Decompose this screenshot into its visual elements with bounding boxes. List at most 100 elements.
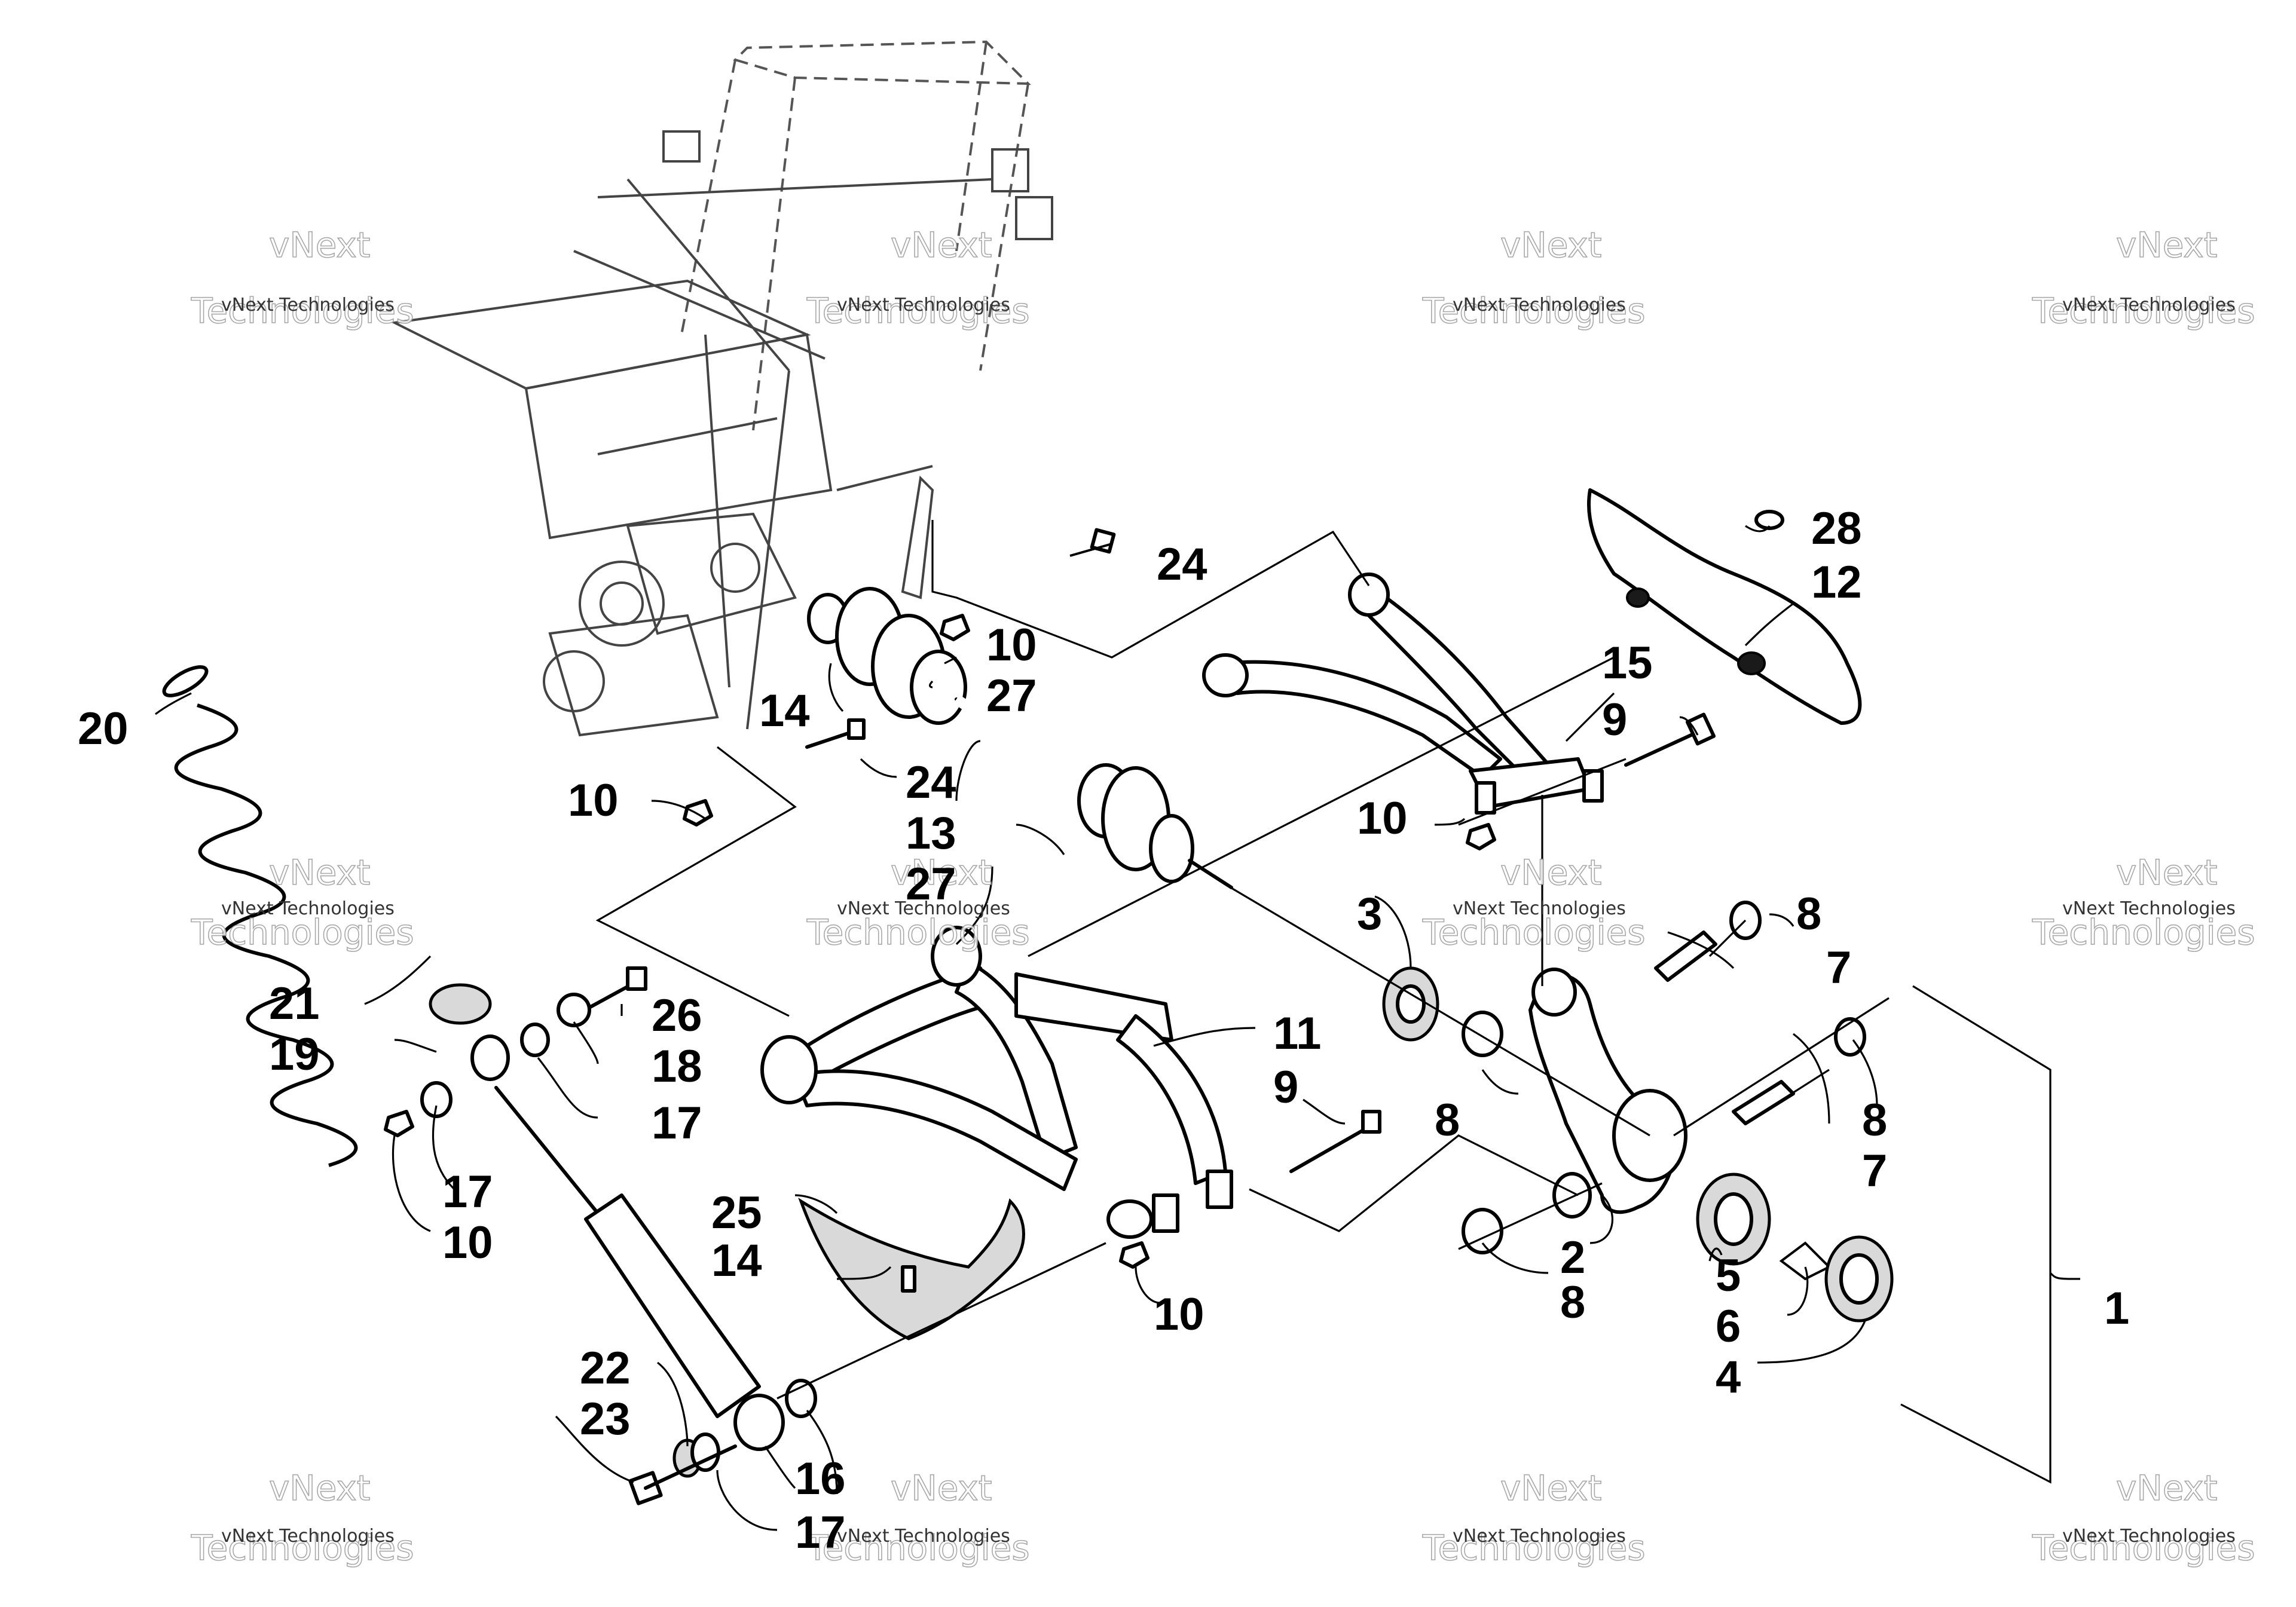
- callout-17c: 17: [795, 1507, 846, 1558]
- callout-11: 11: [1273, 1008, 1321, 1059]
- callout-5: 5: [1716, 1250, 1741, 1301]
- callout-19: 19: [269, 1029, 320, 1080]
- svg-text:vNext Technologies: vNext Technologies: [837, 295, 1010, 316]
- callout-14b: 14: [711, 1235, 762, 1286]
- callout-8a: 8: [1796, 889, 1821, 939]
- callout-23: 23: [580, 1394, 631, 1444]
- callout-17b: 17: [442, 1167, 493, 1217]
- watermark: vNext Technologies vNext Technologies: [1421, 224, 1646, 332]
- svg-text:Technologies: Technologies: [806, 1528, 1030, 1568]
- drive-axle: [807, 587, 1233, 889]
- callout-2: 2: [1560, 1232, 1585, 1283]
- svg-text:vNext Technologies: vNext Technologies: [1453, 295, 1626, 316]
- callouts: 1 2 3 4 5 6 7 7 8 8 8 8 9 9 10 10 10 10 …: [78, 503, 2129, 1558]
- svg-text:vNext: vNext: [2116, 852, 2217, 893]
- watermarks: vNext Technologies vNext Technologies vN…: [190, 224, 2255, 1569]
- callout-7a: 7: [1826, 942, 1851, 993]
- bolt-9-upper: [1624, 712, 1716, 767]
- svg-text:vNext: vNext: [269, 852, 370, 893]
- svg-text:Technologies: Technologies: [191, 1528, 414, 1568]
- callout-9b: 9: [1273, 1062, 1298, 1113]
- svg-text:Technologies: Technologies: [2032, 1528, 2255, 1568]
- watermark: vNext Technologies vNext Technologies: [190, 1467, 414, 1569]
- callout-8d: 8: [1560, 1277, 1585, 1328]
- callout-10e: 10: [442, 1217, 493, 1268]
- watermark: vNext Technologies vNext Technologies: [2031, 1467, 2255, 1569]
- svg-text:Technologies: Technologies: [2032, 912, 2255, 953]
- hub-parts: [1382, 901, 1894, 1323]
- svg-text:vNext: vNext: [891, 1468, 992, 1508]
- svg-text:vNext Technologies: vNext Technologies: [221, 898, 395, 919]
- watermark: vNext Technologies vNext Technologies: [2031, 224, 2255, 332]
- callout-1: 1: [2104, 1283, 2129, 1334]
- nuts-10: [384, 614, 1496, 1269]
- callout-26: 26: [652, 990, 702, 1041]
- svg-text:Technologies: Technologies: [191, 912, 414, 953]
- callout-13: 13: [906, 808, 956, 859]
- callout-24a: 24: [1157, 539, 1207, 590]
- svg-text:vNext: vNext: [1500, 1468, 1601, 1508]
- svg-text:vNext Technologies: vNext Technologies: [2062, 1526, 2236, 1547]
- watermark: vNext Technologies vNext Technologies: [190, 224, 414, 332]
- svg-text:vNext: vNext: [1500, 852, 1601, 893]
- callout-6: 6: [1716, 1301, 1741, 1352]
- watermark: vNext Technologies vNext Technologies: [2031, 852, 2255, 953]
- knuckle-2: [1528, 968, 1687, 1219]
- callout-4: 4: [1716, 1352, 1741, 1403]
- upper-a-arm: [1202, 573, 1604, 815]
- watermark: vNext Technologies vNext Technologies: [1421, 852, 1646, 953]
- callout-3: 3: [1357, 889, 1382, 939]
- callout-12: 12: [1811, 557, 1862, 608]
- svg-text:vNext: vNext: [2116, 225, 2217, 265]
- lower-a-arm: [760, 926, 1233, 1239]
- svg-text:vNext Technologies: vNext Technologies: [1453, 898, 1626, 919]
- callout-10c: 10: [1357, 793, 1408, 844]
- callout-10d: 10: [1154, 1289, 1204, 1340]
- bolts-misc: [520, 718, 1381, 1173]
- callout-24b: 24: [906, 757, 956, 808]
- svg-text:Technologies: Technologies: [191, 290, 414, 331]
- svg-text:vNext Technologies: vNext Technologies: [1453, 1526, 1626, 1547]
- assembly-lines: [595, 520, 2052, 1484]
- watermark: vNext Technologies vNext Technologies: [1421, 1467, 1646, 1569]
- callout-17a: 17: [652, 1098, 702, 1149]
- callout-25: 25: [711, 1187, 762, 1238]
- callout-7b: 7: [1862, 1146, 1887, 1196]
- callout-20: 20: [78, 703, 129, 754]
- svg-text:vNext Technologies: vNext Technologies: [221, 1526, 395, 1547]
- callout-28: 28: [1811, 503, 1862, 554]
- svg-text:Technologies: Technologies: [1422, 290, 1646, 331]
- callout-8c: 8: [1435, 1095, 1460, 1146]
- callout-18: 18: [652, 1041, 702, 1092]
- callout-10a: 10: [986, 620, 1037, 671]
- callout-27b: 27: [906, 859, 956, 910]
- watermark: vNext Technologies vNext Technologies: [806, 1467, 1030, 1569]
- callout-27a: 27: [986, 671, 1037, 721]
- watermark: vNext Technologies vNext Technologies: [806, 852, 1030, 953]
- splash-guard-12: [1587, 488, 1862, 725]
- callout-22: 22: [580, 1343, 631, 1394]
- svg-text:vNext Technologies: vNext Technologies: [2062, 898, 2236, 919]
- callout-8b: 8: [1862, 1095, 1887, 1146]
- svg-text:vNext: vNext: [891, 225, 992, 265]
- svg-text:vNext: vNext: [269, 1468, 370, 1508]
- svg-text:vNext: vNext: [2116, 1468, 2217, 1508]
- svg-text:vNext: vNext: [1500, 225, 1601, 265]
- svg-text:vNext Technologies: vNext Technologies: [221, 295, 395, 316]
- svg-text:Technologies: Technologies: [1422, 1528, 1646, 1568]
- svg-text:Technologies: Technologies: [2032, 290, 2255, 331]
- coil-spring: [162, 665, 492, 1167]
- leader-lines: [155, 525, 2081, 1531]
- bolt-14-lower: [901, 1265, 916, 1293]
- svg-text:vNext Technologies: vNext Technologies: [837, 898, 1010, 919]
- watermark: vNext Technologies vNext Technologies: [806, 224, 1030, 332]
- watermark: vNext Technologies vNext Technologies: [190, 852, 414, 953]
- callout-15: 15: [1602, 638, 1653, 688]
- svg-text:vNext: vNext: [891, 852, 992, 893]
- svg-text:Technologies: Technologies: [1422, 912, 1646, 953]
- bolt-24-upper: [1069, 528, 1116, 557]
- svg-text:vNext: vNext: [269, 225, 370, 265]
- chassis-frame: [390, 40, 1053, 737]
- callout-21: 21: [269, 978, 320, 1029]
